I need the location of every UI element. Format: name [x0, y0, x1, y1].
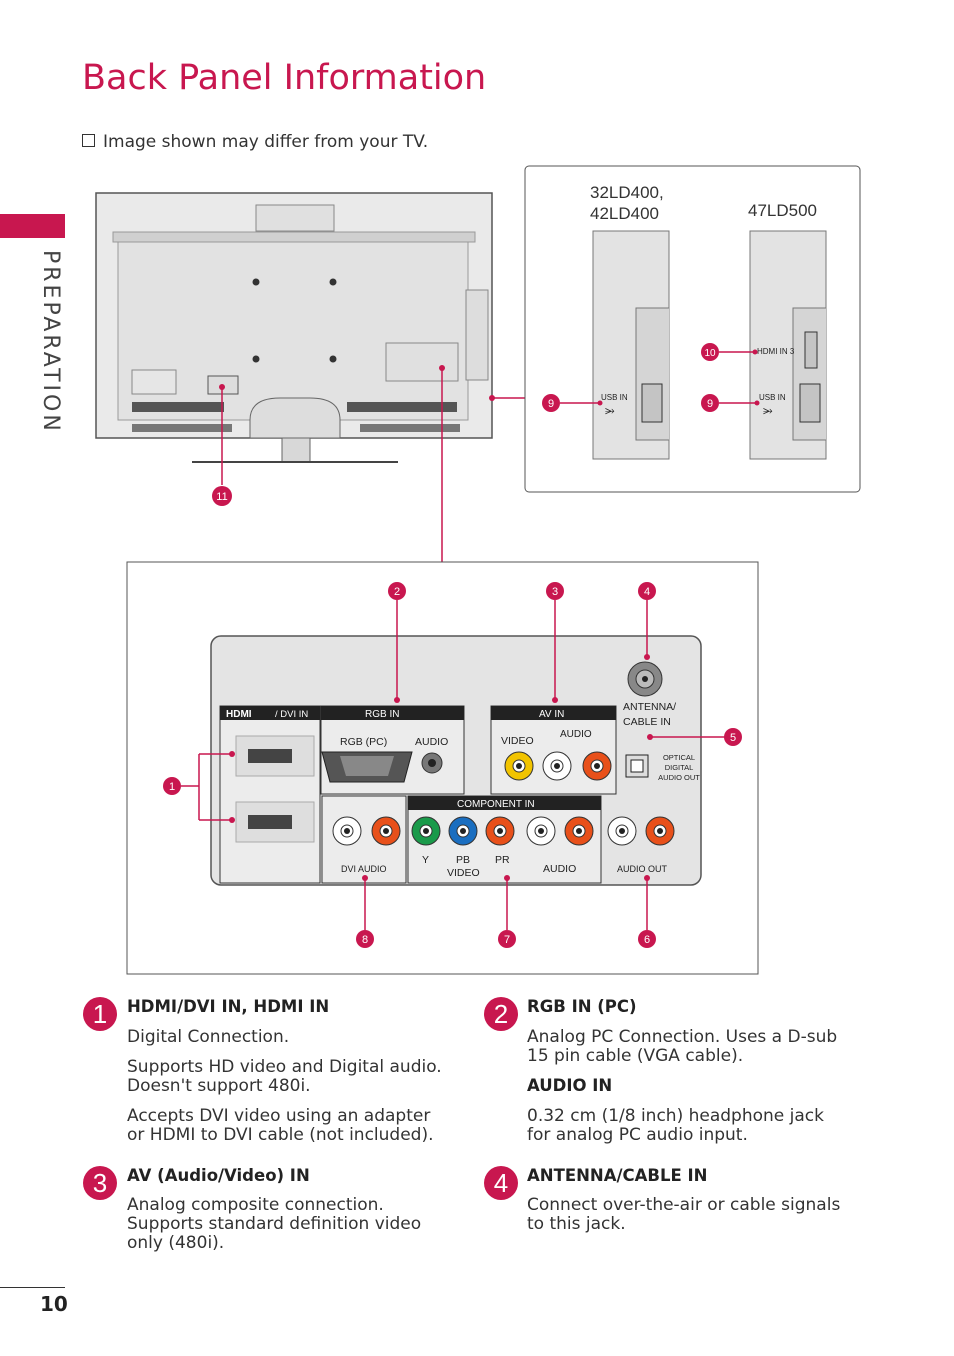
comp-video-label: VIDEO [447, 867, 480, 879]
section-2-para-2: 0.32 cm (1/8 inch) headphone jack for an… [527, 1106, 824, 1145]
page-title: Back Panel Information [82, 58, 487, 98]
callout-11 [212, 486, 232, 506]
hdmi3-label: HDMI IN 3 [757, 347, 795, 356]
side-port-inset: 32LD400, 42LD400 47LD500 USB IN ⭃ 9 HDMI… [524, 165, 861, 493]
section-4-number: 4 [484, 1166, 518, 1200]
model-a-line1: 32LD400, [590, 183, 664, 202]
callout-6-label: 6 [644, 934, 650, 946]
callout-1-label: 1 [169, 781, 175, 793]
callout-9a-label: 9 [548, 398, 554, 410]
hdmi-logo: HDMI [226, 709, 252, 720]
callout-5 [724, 728, 742, 746]
callout-8-label: 8 [362, 934, 368, 946]
callout-9b [701, 394, 719, 412]
rgb-pc-label: RGB (PC) [340, 736, 387, 748]
callout-4-label: 4 [644, 586, 650, 598]
comp-audio-label: AUDIO [543, 863, 576, 875]
pr-label: PR [495, 854, 510, 866]
back-panel-diagram: 11 32LD400, 42LD400 47LD500 USB IN ⭃ 9 H… [95, 165, 861, 975]
component-header: COMPONENT IN [457, 799, 535, 810]
callout-11-label: 11 [216, 491, 227, 503]
tv-back-illustration: 11 [95, 192, 525, 562]
audio-label: AUDIO [415, 736, 448, 748]
section-4-heading: ANTENNA/CABLE IN [527, 1166, 708, 1185]
callout-9b-label: 9 [707, 398, 713, 410]
section-1-para-3: Accepts DVI video using an adapter or HD… [127, 1106, 434, 1145]
usb-label-b: USB IN [759, 393, 786, 402]
callout-1 [163, 777, 181, 795]
optical-label-3: AUDIO OUT [658, 773, 700, 782]
callout-2 [388, 582, 406, 600]
callout-6 [638, 930, 656, 948]
section-3-heading: AV (Audio/Video) IN [127, 1166, 310, 1185]
note-text: Image shown may differ from your TV. [103, 132, 429, 152]
side-section-label: PREPARATION [38, 250, 63, 434]
callout-7 [498, 930, 516, 948]
av-video-label: VIDEO [501, 735, 534, 747]
hdmi-header: / DVI IN [275, 709, 308, 720]
usb-label-a: USB IN [601, 393, 628, 402]
section-1-heading: HDMI/DVI IN, HDMI IN [127, 997, 330, 1016]
section-2-number: 2 [484, 997, 518, 1031]
callout-4 [638, 582, 656, 600]
callout-5-label: 5 [730, 732, 736, 744]
av-audio-label: AUDIO [560, 729, 592, 740]
usb-icon-a: ⭃ [605, 403, 615, 417]
callout-10-label: 10 [704, 348, 716, 359]
callout-2-label: 2 [394, 586, 400, 598]
antenna-label-2: CABLE IN [623, 716, 671, 728]
callout-9a [542, 394, 560, 412]
optical-label-2: DIGITAL [665, 763, 694, 772]
section-4-para-1: Connect over-the-air or cable signals to… [527, 1195, 841, 1234]
page-number: 10 [40, 1292, 68, 1316]
audio-out-label: AUDIO OUT [617, 864, 668, 874]
y-label: Y [422, 854, 429, 866]
image-note: Image shown may differ from your TV. [82, 132, 428, 152]
callout-10 [701, 343, 719, 361]
model-a-line2: 42LD400 [590, 204, 659, 223]
av-in-header: AV IN [539, 709, 564, 720]
checkbox-icon [82, 134, 95, 147]
section-1-number: 1 [83, 997, 117, 1031]
page-number-rule [0, 1287, 65, 1288]
callout-8 [356, 930, 374, 948]
callout-3 [546, 582, 564, 600]
section-3-para-1: Analog composite connection. Supports st… [127, 1195, 422, 1253]
section-1-para-2: Supports HD video and Digital audio. Doe… [127, 1057, 442, 1096]
side-tab-marker [0, 214, 65, 238]
section-2-heading-2: AUDIO IN [527, 1076, 613, 1095]
connector-panel: HDMI / DVI IN RGB IN RGB (PC) AUDIO AV I… [126, 561, 759, 975]
optical-label-1: OPTICAL [663, 753, 695, 762]
dvi-audio-label: DVI AUDIO [341, 864, 387, 874]
rgb-in-header: RGB IN [365, 709, 399, 720]
section-2-para-1: Analog PC Connection. Uses a D-sub 15 pi… [527, 1027, 838, 1066]
section-1-para-1: Digital Connection. [127, 1027, 290, 1047]
model-b-label: 47LD500 [748, 201, 817, 220]
usb-icon-b: ⭃ [763, 403, 773, 417]
antenna-label-1: ANTENNA/ [623, 701, 676, 713]
callout-3-label: 3 [552, 586, 558, 598]
section-2-heading: RGB IN (PC) [527, 997, 637, 1016]
section-3-number: 3 [83, 1166, 117, 1200]
pb-label: PB [456, 854, 470, 866]
callout-7-label: 7 [504, 934, 510, 946]
